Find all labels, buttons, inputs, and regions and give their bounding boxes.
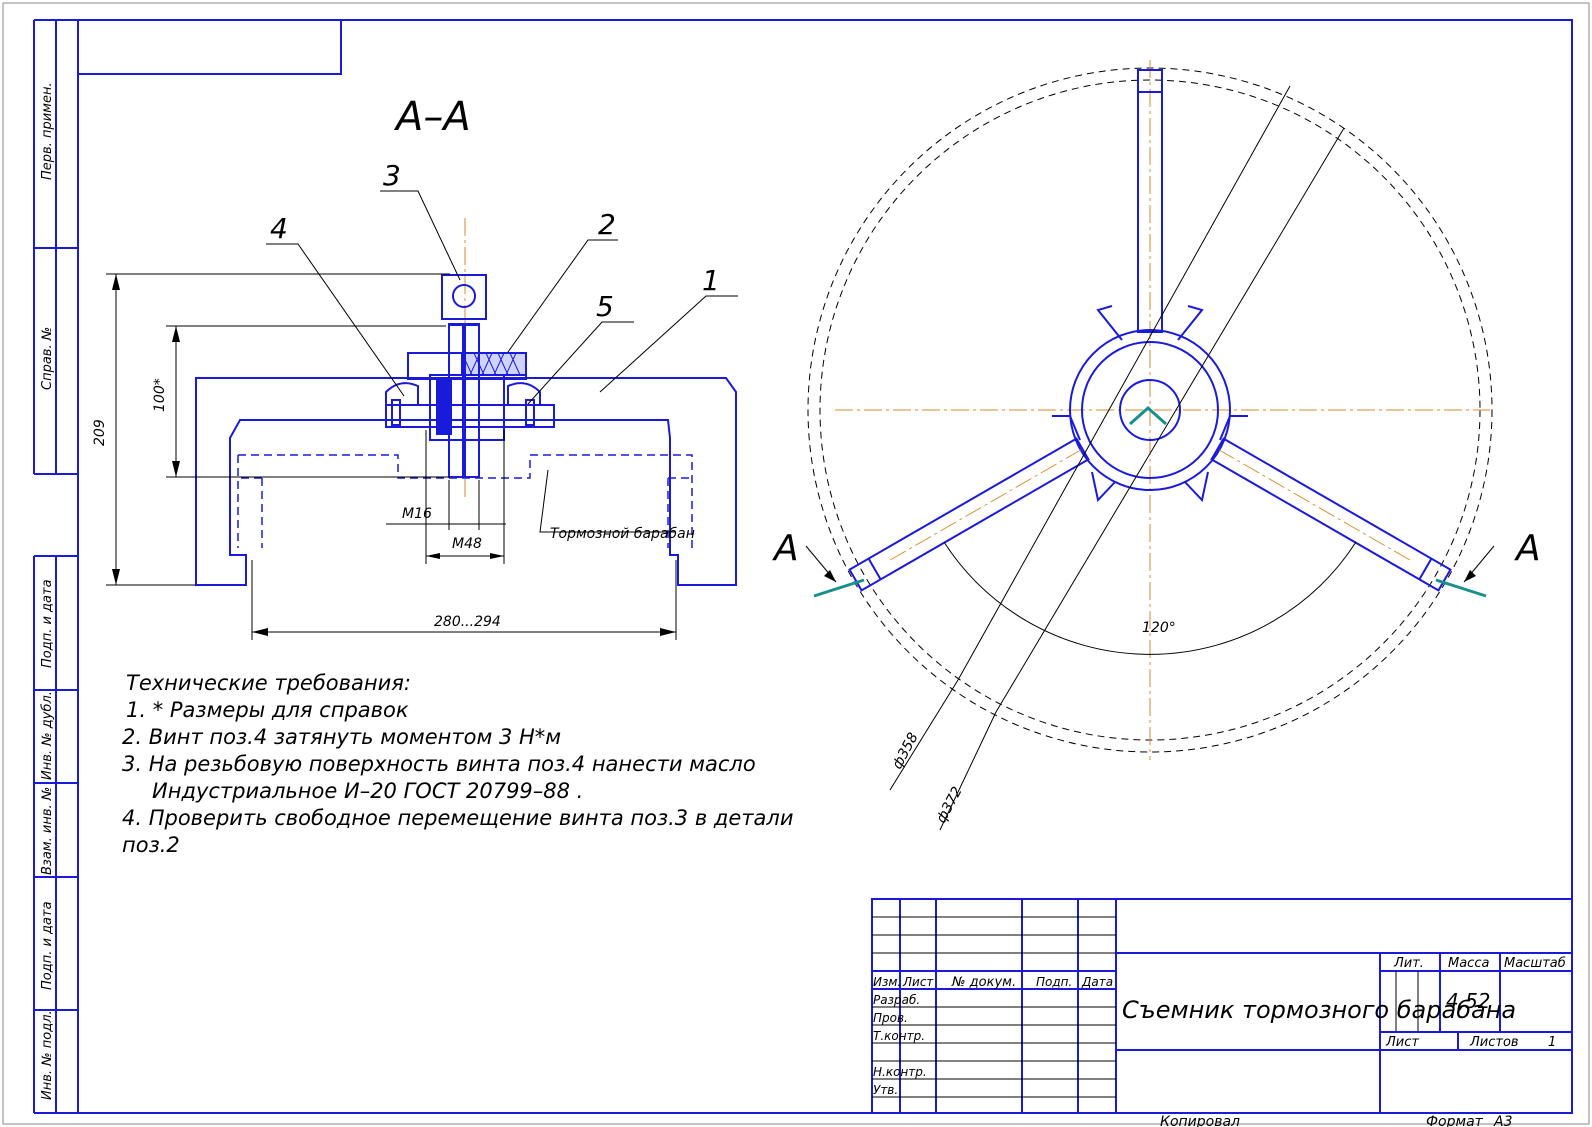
tech-item: Индустриальное И–20 ГОСТ 20799–88 . — [152, 779, 583, 803]
side-label: Подп. и дата — [40, 901, 55, 990]
left-margin-strip — [33, 19, 78, 1114]
side-label: Справ. № — [40, 327, 55, 390]
tech-item: 4. Проверить свободное перемещение винта… — [122, 806, 794, 830]
leader-2: 2 — [598, 208, 616, 241]
tech-item: 3. На резьбовую поверхность винта поз.4 … — [122, 752, 756, 776]
plan-view — [805, 60, 1495, 831]
tb-lit: Лит. — [1393, 956, 1424, 971]
tb-izm: Изм. — [873, 975, 901, 989]
dim-angle: 120° — [1142, 620, 1176, 636]
tb-list: Лист — [902, 975, 934, 989]
dim-209: 209 — [92, 419, 108, 446]
top-left-box — [78, 20, 342, 75]
side-labels: Перв. примен. Справ. № Подп. и дата Инв.… — [40, 82, 55, 1100]
leader-3: 3 — [383, 159, 401, 192]
dim-m48: М48 — [452, 536, 482, 552]
side-label: Инв. № дубл. — [40, 691, 55, 780]
side-label: Инв. № подл. — [40, 1010, 55, 1100]
tb-nkontr: Н.контр. — [873, 1065, 927, 1079]
tech-item: поз.2 — [122, 833, 180, 857]
title-block: Изм. Лист № докум. Подп. Дата Разраб. Пр… — [873, 956, 1566, 1127]
dim-280: 280...294 — [434, 614, 501, 630]
tb-sheets-value: 1 — [1548, 1035, 1556, 1050]
drum-label: Тормозной барабан — [550, 526, 695, 542]
tb-massa: Масса — [1448, 956, 1489, 971]
section-label: А–А — [393, 94, 471, 140]
tb-kopiroval: Копировал — [1160, 1114, 1240, 1127]
cut-mark-right: А — [1514, 528, 1541, 569]
tb-mass-value: 4,52 — [1446, 989, 1491, 1013]
section-view — [106, 190, 738, 640]
dim-100: 100* — [152, 378, 168, 412]
tb-prov: Пров. — [873, 1011, 908, 1025]
title-block-lines — [871, 898, 1573, 1114]
leader-5: 5 — [596, 290, 614, 323]
tech-requirements: Технические требования: 1. * Размеры для… — [122, 671, 794, 857]
tb-date: Дата — [1081, 975, 1113, 989]
tb-razrab: Разраб. — [873, 993, 920, 1007]
drawing-title: Съемник тормозного барабана — [1122, 996, 1516, 1024]
tb-masshtab: Масштаб — [1504, 956, 1566, 971]
tb-tkontr: Т.контр. — [873, 1029, 925, 1043]
side-label: Подп. и дата — [40, 579, 55, 668]
tech-title: Технические требования: — [126, 671, 411, 695]
dim-358: ф358 — [889, 730, 921, 772]
tb-sheet: Лист — [1385, 1035, 1419, 1050]
leader-4: 4 — [270, 212, 288, 245]
leader-1: 1 — [702, 264, 720, 297]
tech-item: 1. * Размеры для справок — [126, 698, 409, 722]
tb-utv: Утв. — [873, 1083, 898, 1097]
tb-format-value: А3 — [1493, 1114, 1512, 1127]
dim-372: ф372 — [933, 784, 965, 826]
tb-format: Формат — [1426, 1114, 1484, 1127]
dim-m16: М16 — [402, 506, 432, 522]
cut-mark-left: А — [772, 528, 799, 569]
tb-sheets: Листов — [1469, 1035, 1519, 1050]
side-label: Взам. инв. № — [40, 787, 55, 875]
side-label: Перв. примен. — [40, 82, 55, 180]
main-frame — [77, 19, 1573, 1114]
tech-item: 2. Винт поз.4 затянуть моментом 3 Н*м — [122, 725, 561, 749]
tb-sign: Подп. — [1036, 975, 1072, 989]
tb-doc: № докум. — [951, 975, 1016, 990]
